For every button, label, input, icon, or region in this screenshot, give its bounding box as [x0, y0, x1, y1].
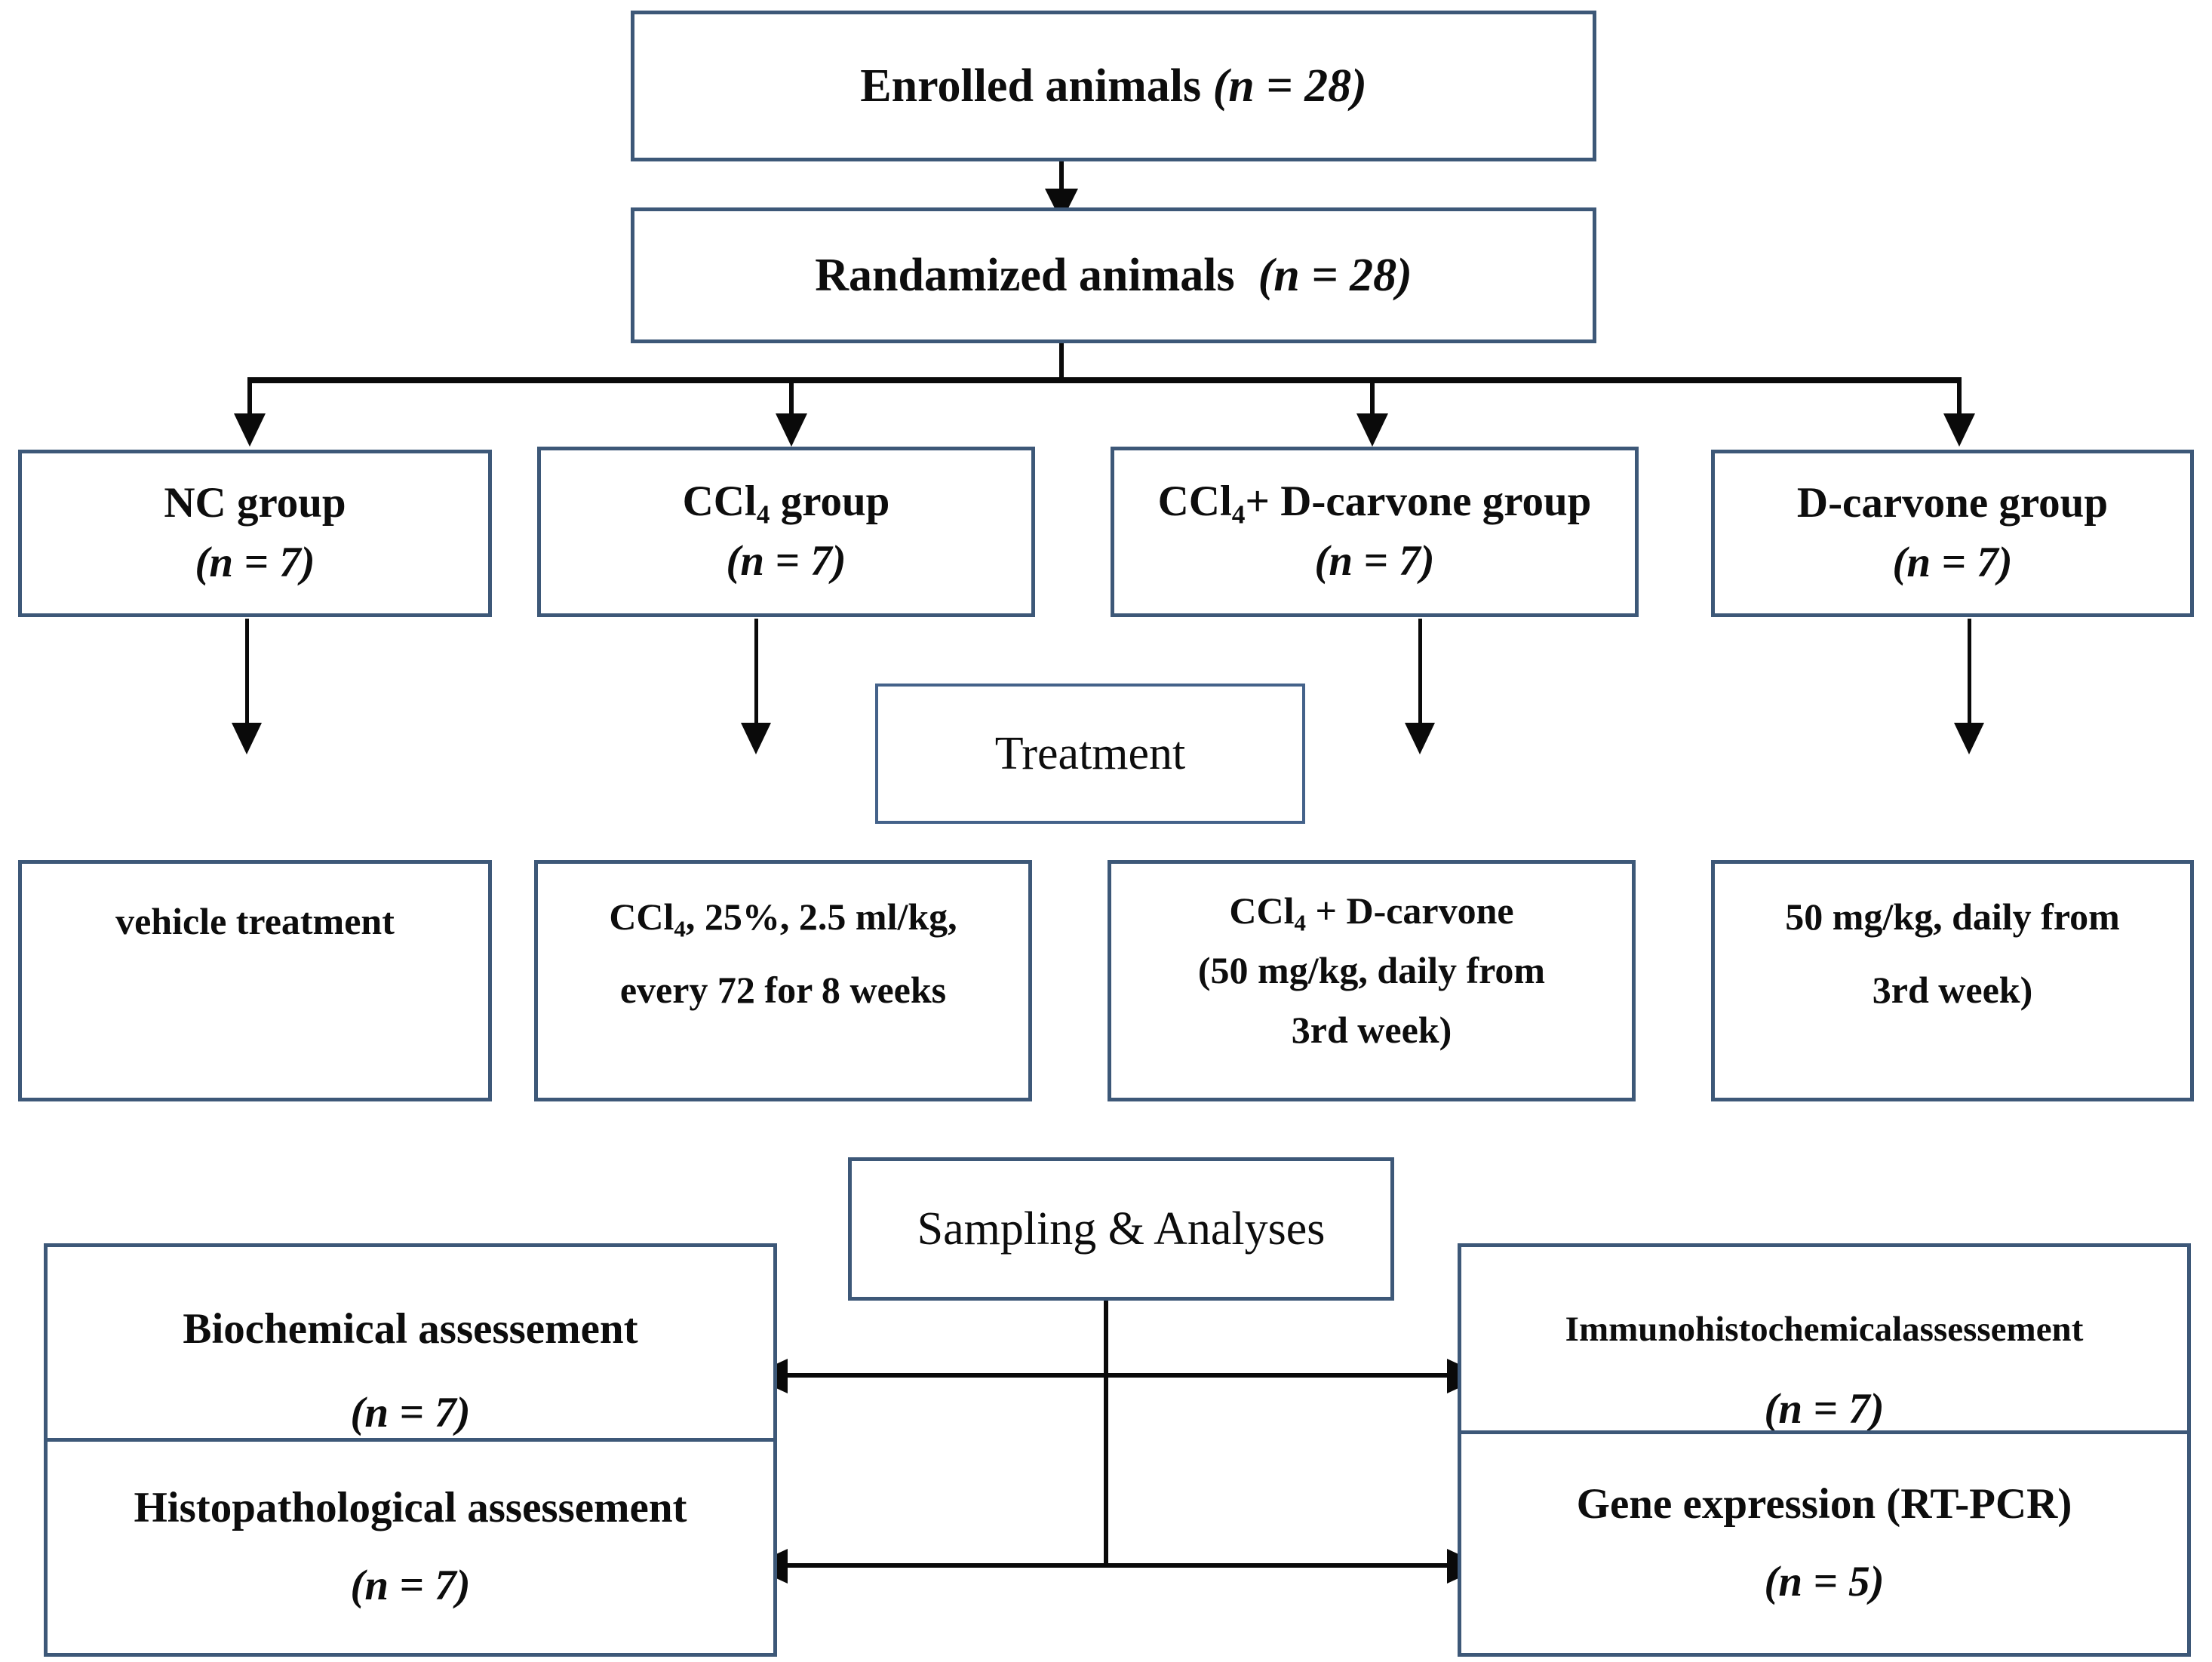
connector-group1-to-treatment1 — [245, 619, 249, 732]
arrowhead-group-1 — [234, 413, 266, 447]
treatment-ccl4-line-2: every 72 for 8 weeks — [619, 969, 947, 1011]
outcome-histopathological-label: Histopathological assessement — [134, 1484, 687, 1532]
node-treatment-ccl4-dcarvone: CCl4 + D-carvone (50 mg/kg, daily from 3… — [1108, 860, 1636, 1101]
group-nc-name: NC group — [164, 479, 346, 527]
arrowhead-treatment-1 — [232, 723, 262, 754]
arrowhead-treatment-2 — [741, 723, 771, 754]
enrolled-animals-label: Enrolled animals — [860, 60, 1202, 112]
arrowhead-treatment-4 — [1954, 723, 1984, 754]
group-ccl4-dcarvone-count: (n = 7) — [1314, 537, 1435, 585]
randomized-animals-count: (n = 28) — [1258, 249, 1412, 301]
connector-outcome-row-2 — [777, 1563, 1458, 1568]
treatment-ccl4-line-1: CCl4, 25%, 2.5 ml/kg, — [609, 896, 957, 942]
connector-group2-to-treatment2 — [754, 619, 758, 732]
node-treatment-ccl4: CCl4, 25%, 2.5 ml/kg, every 72 for 8 wee… — [534, 860, 1032, 1101]
node-outcome-gene-expression: Gene expression (RT-PCR) (n = 5) — [1458, 1430, 2191, 1657]
connector-bus-drop-1 — [247, 381, 252, 422]
treatment-dcarvone-line-2: 3rd week) — [1872, 969, 2033, 1011]
connector-bus-drop-4 — [1957, 381, 1962, 422]
connector-randomized-stem — [1059, 343, 1064, 381]
connector-bus-drop-2 — [789, 381, 794, 422]
treatment-dcarvone-line-1: 50 mg/kg, daily from — [1785, 896, 2120, 938]
connector-enrolled-to-randomized — [1059, 161, 1064, 198]
enrolled-animals-text: Enrolled animals (n = 28) — [634, 60, 1593, 112]
arrowhead-group-4 — [1943, 413, 1975, 447]
group-ccl4-name: CCl4 group — [682, 478, 890, 530]
treatment-ccl4-dcarvone-line-2: (50 mg/kg, daily from — [1197, 949, 1546, 991]
node-enrolled-animals: Enrolled animals (n = 28) — [631, 11, 1596, 161]
enrolled-animals-count: (n = 28) — [1212, 60, 1367, 112]
outcome-biochemical-label: Biochemical assessement — [183, 1305, 638, 1353]
node-group-nc: NC group (n = 7) — [18, 450, 492, 617]
outcome-gene-expression-label: Gene expression (RT-PCR) — [1576, 1480, 2072, 1528]
arrowhead-enrolled-to-randomized — [1045, 189, 1078, 222]
arrowhead-group-2 — [776, 413, 807, 447]
node-treatment-header: Treatment — [875, 684, 1305, 824]
group-ccl4-count: (n = 7) — [726, 537, 846, 585]
arrowhead-group-3 — [1356, 413, 1388, 447]
group-ccl4-dcarvone-name: CCl4+ D-carvone group — [1157, 478, 1592, 530]
sampling-analyses-label: Sampling & Analyses — [917, 1203, 1326, 1255]
connector-outcome-row-1 — [777, 1373, 1458, 1378]
outcome-histopathological-count: (n = 7) — [350, 1562, 471, 1609]
node-randomized-animals: Randamized animals (n = 28) — [631, 207, 1596, 343]
node-group-ccl4: CCl4 group (n = 7) — [537, 447, 1035, 617]
group-nc-count: (n = 7) — [195, 539, 315, 586]
outcome-biochemical-count: (n = 7) — [350, 1389, 471, 1436]
connector-distribution-bus — [247, 377, 1962, 383]
group-dcarvone-name: D-carvone group — [1796, 479, 2109, 527]
outcome-gene-expression-count: (n = 5) — [1764, 1558, 1885, 1605]
treatment-ccl4-dcarvone-line-1: CCl4 + D-carvone — [1229, 889, 1514, 936]
node-treatment-dcarvone: 50 mg/kg, daily from 3rd week) — [1711, 860, 2194, 1101]
arrowhead-treatment-3 — [1405, 723, 1435, 754]
node-group-dcarvone: D-carvone group (n = 7) — [1711, 450, 2194, 617]
node-group-ccl4-dcarvone: CCl4+ D-carvone group (n = 7) — [1111, 447, 1639, 617]
treatment-vehicle-line-1: vehicle treatment — [115, 900, 395, 942]
outcome-immunohistochemical-label: Immunohistochemicalassessement — [1565, 1309, 2084, 1349]
connector-group3-to-treatment3 — [1418, 619, 1422, 732]
randomized-animals-label: Randamized animals — [815, 249, 1235, 301]
randomized-animals-text: Randamized animals (n = 28) — [634, 250, 1593, 301]
treatment-header-label: Treatment — [994, 727, 1186, 779]
treatment-ccl4-dcarvone-line-3: 3rd week) — [1291, 1009, 1452, 1051]
node-outcome-histopathological: Histopathological assessement (n = 7) — [44, 1438, 777, 1657]
outcome-immunohistochemical-count: (n = 7) — [1764, 1385, 1885, 1433]
connector-sampling-stem — [1104, 1301, 1108, 1566]
connector-group4-to-treatment4 — [1968, 619, 1971, 732]
connector-bus-drop-3 — [1370, 381, 1375, 422]
group-dcarvone-count: (n = 7) — [1892, 539, 2013, 586]
node-treatment-vehicle: vehicle treatment — [18, 860, 492, 1101]
node-sampling-analyses: Sampling & Analyses — [848, 1157, 1394, 1301]
